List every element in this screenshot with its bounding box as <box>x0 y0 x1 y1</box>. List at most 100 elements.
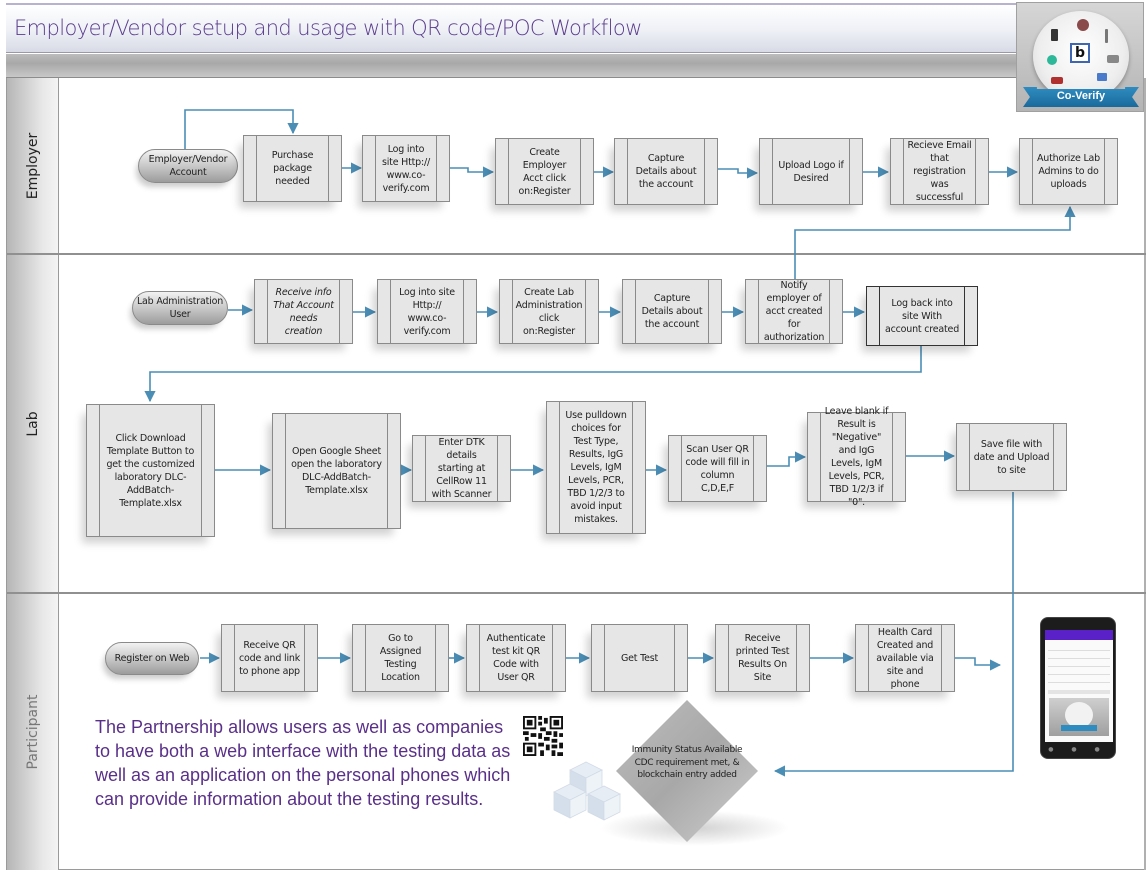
step-label: Log into site Http:// www.co-verify.com <box>399 286 455 337</box>
decision-label: Immunity Status Available CDC requiremen… <box>631 745 743 780</box>
step-label: Save file with date and Upload to site <box>973 438 1050 476</box>
phone-glyph-icon <box>1051 29 1058 41</box>
step-label: Log into site Http:// www.co-verify.com <box>381 143 430 194</box>
step-label: Notify employer of acct created for auth… <box>763 280 825 343</box>
logo-brand-text: Co-Verify <box>1056 90 1106 102</box>
participant-start-label: Register on Web <box>114 653 190 664</box>
participant-step-authenticate-kit: Authenticate test kit QR Code with User … <box>466 624 566 692</box>
lab-step-leave-blank: Leave blank if Result is "Negative" and … <box>807 406 906 508</box>
phone-info-row <box>1048 682 1110 683</box>
lab-step-enter-dtk: Enter DTK details starting at CellRow 11… <box>412 435 511 502</box>
employer-start-terminator: Employer/Vendor Account <box>138 149 238 183</box>
lab-step-scan-user-qr: Scan User QR code will fill in column C,… <box>668 435 767 502</box>
step-label: Open Google Sheet open the laboratory DL… <box>291 446 382 496</box>
participant-start-terminator: Register on Web <box>105 642 199 675</box>
step-label: Leave blank if Result is "Negative" and … <box>824 406 889 508</box>
participant-step-get-test: Get Test <box>591 624 688 692</box>
lab-step-open-google-sheet: Open Google Sheet open the laboratory DL… <box>272 413 401 529</box>
lane-label-participant: Participant <box>24 694 41 770</box>
lane-header-participant: Participant <box>7 594 59 870</box>
partnership-description: The Partnership allows users as well as … <box>95 717 511 809</box>
step-label: Authorize Lab Admins to do uploads <box>1036 153 1101 190</box>
step-label: Health Card Created and available via si… <box>876 626 934 690</box>
employer-step-create-acct: Create Employer Acct click on:Register <box>495 138 594 205</box>
lab-step-capture: Capture Details about the account <box>622 279 722 344</box>
lab-step-login: Log into site Http:// www.co-verify.com <box>377 279 477 344</box>
lab-start-label: Lab Administration User <box>136 296 224 320</box>
participant-step-receive-results: Receive printed Test Results On Site <box>715 624 810 692</box>
lane-header-employer: Employer <box>7 78 59 254</box>
logo-circle: b <box>1033 11 1129 101</box>
phone-info-row <box>1048 666 1110 667</box>
qr-code-icon <box>523 716 563 756</box>
swab-glyph-icon <box>1105 29 1108 43</box>
step-label: Use pulldown choices for Test Type, Resu… <box>565 410 627 525</box>
swimlane-right-border <box>1144 78 1146 870</box>
phone-logo-ribbon <box>1061 725 1097 731</box>
lab-step-receive-info: Receive info That Account needs creation <box>254 279 353 344</box>
step-label: Click Download Template Button to get th… <box>106 432 195 509</box>
lane-label-lab: Lab <box>24 410 41 437</box>
step-label: Go to Assigned Testing Location <box>379 633 422 683</box>
step-label: Receive info That Account needs creation <box>273 286 334 337</box>
step-label: Purchase package needed <box>271 150 314 187</box>
lab-start-terminator: Lab Administration User <box>132 291 228 325</box>
employer-start-label: Employer/Vendor Account <box>148 154 228 178</box>
phone-screen <box>1045 630 1113 742</box>
lane-header-lab: Lab <box>7 255 59 592</box>
shield-glyph-icon <box>1047 55 1057 65</box>
phone-status-bar <box>1045 630 1113 640</box>
logo-center-icon: b <box>1070 43 1090 63</box>
blockchain-cubes-icon <box>553 761 621 821</box>
lab-step-save-upload: Save file with date and Upload to site <box>956 423 1067 491</box>
lab-step-download-template: Click Download Template Button to get th… <box>86 404 215 537</box>
phone-info-row <box>1048 674 1110 675</box>
step-label: Recieve Email that registration was succ… <box>907 140 972 203</box>
phone-app-mockup: ● ● ● <box>1040 617 1116 759</box>
phone-info-row <box>1048 650 1110 651</box>
step-label: Log back into site With account created <box>884 297 960 335</box>
phone-nav-buttons: ● ● ● <box>1048 746 1108 753</box>
decision-immunity-status: Immunity Status Available CDC requiremen… <box>616 700 758 842</box>
step-label: Upload Logo if Desired <box>778 159 844 184</box>
building-glyph-icon <box>1107 55 1119 63</box>
co-verify-logo: b Co-Verify <box>1016 2 1144 112</box>
employer-step-authorize: Authorize Lab Admins to do uploads <box>1019 138 1118 205</box>
lab-step-create-lab-admin: Create Lab Administration click on:Regis… <box>499 279 599 344</box>
step-label: Create Employer Acct click on:Register <box>518 146 571 197</box>
employer-step-capture: Capture Details about the account <box>614 138 718 205</box>
step-label: Enter DTK details starting at CellRow 11… <box>431 437 492 500</box>
step-label: Receive QR code and link to phone app <box>238 639 301 677</box>
step-label: Receive printed Test Results On Site <box>735 633 790 683</box>
ambulance-glyph-icon <box>1051 77 1063 84</box>
participant-step-go-to-location: Go to Assigned Testing Location <box>352 624 449 692</box>
step-label: Get Test <box>620 652 659 664</box>
logo-ribbon: Co-Verify <box>1023 87 1139 107</box>
computer-glyph-icon <box>1097 73 1107 81</box>
step-label: Capture Details about the account <box>641 293 703 330</box>
employer-step-upload-logo: Upload Logo if Desired <box>759 138 863 205</box>
lab-step-log-back-in: Log back into site With account created <box>866 286 978 346</box>
employer-step-purchase: Purchase package needed <box>243 135 342 202</box>
step-label: Authenticate test kit QR Code with User … <box>486 633 546 683</box>
lab-step-notify-employer: Notify employer of acct created for auth… <box>745 279 843 344</box>
virus-glyph-icon <box>1077 19 1089 31</box>
employer-step-receive-email: Recieve Email that registration was succ… <box>890 138 989 205</box>
participant-step-receive-qr: Receive QR code and link to phone app <box>221 624 318 692</box>
title-sub-bar <box>6 54 1016 78</box>
phone-logo-circle <box>1065 702 1093 728</box>
lab-step-pulldown-choices: Use pulldown choices for Test Type, Resu… <box>546 401 646 534</box>
phone-info-row <box>1048 690 1110 694</box>
lane-divider <box>7 592 1146 594</box>
phone-logo-image <box>1049 698 1109 736</box>
step-label: Capture Details about the account <box>635 153 697 190</box>
step-label: Create Lab Administration click on:Regis… <box>515 286 583 337</box>
employer-step-login: Log into site Http:// www.co-verify.com <box>362 135 450 202</box>
lane-label-employer: Employer <box>24 132 41 200</box>
participant-step-health-card: Health Card Created and available via si… <box>855 624 955 692</box>
title-bar: Employer/Vendor setup and usage with QR … <box>6 3 1016 53</box>
page-title: Employer/Vendor setup and usage with QR … <box>14 16 642 40</box>
swimlane-frame <box>6 78 1146 870</box>
step-label: Scan User QR code will fill in column C,… <box>685 443 750 494</box>
phone-info-row <box>1048 658 1110 659</box>
